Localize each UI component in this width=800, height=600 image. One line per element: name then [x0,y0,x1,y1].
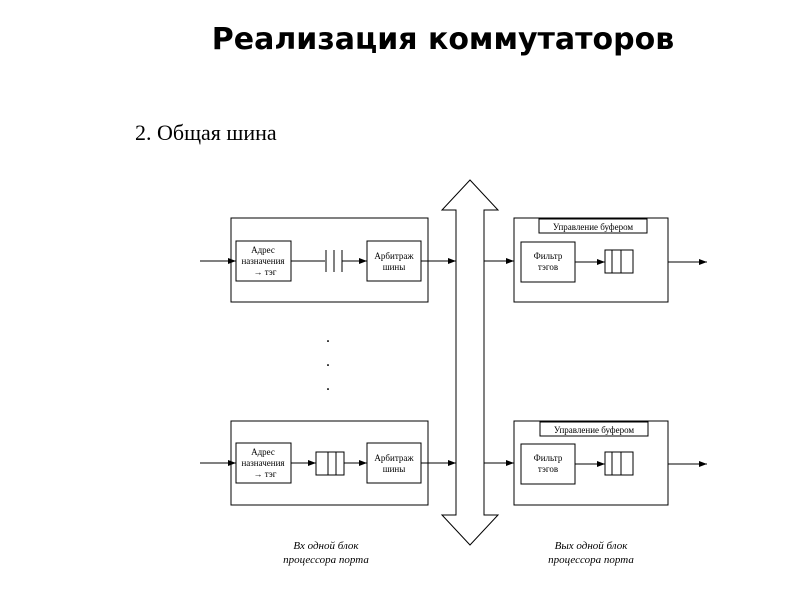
address-label-line1: Адрес [251,447,275,457]
filter-label-line1: Фильтр [534,251,563,261]
arbiter-label-line1: Арбитраж [374,251,414,261]
arbiter-block [366,240,422,282]
buffer-control-block [539,421,649,437]
arbiter-label-line1: Арбитраж [374,453,414,463]
output-unit-bottom: Управление буфером Фильтр тэгов [484,420,707,506]
input-caption-line2: процессора порта [283,554,369,566]
output-unit-frame [513,420,669,506]
address-label-line2: назначения [241,256,284,266]
input-unit-bottom: Адрес назначения → тэг Арбитраж шины [200,420,456,506]
ellipsis-dot: . [326,353,330,370]
arbiter-block [366,442,422,484]
filter-label-line2: тэгов [538,262,558,272]
address-label-line3: → тэг [254,469,277,479]
address-label-line3: → тэг [254,267,277,277]
arbiter-label-line2: шины [383,262,406,272]
buffer-control-block [538,218,648,234]
arbiter-label-line2: шины [383,464,406,474]
output-unit-top: Управление буфером Фильтр тэгов [484,217,707,303]
input-caption-line1: Вх одной блок [293,540,359,552]
filter-label-line2: тэгов [538,464,558,474]
output-queue [604,249,634,274]
ellipsis-dot: . [326,377,330,394]
ellipsis-dot: . [326,329,330,346]
page-subtitle: 2. Общая шина [135,120,277,145]
address-label-line2: назначения [241,458,284,468]
page-title: Реализация коммутаторов [211,22,675,57]
output-queue [604,451,634,476]
buffer-control-label: Управление буфером [553,222,634,232]
output-unit-frame [513,217,669,303]
common-bus-arrow [440,179,500,546]
input-queue [315,451,345,476]
filter-label-line1: Фильтр [534,453,563,463]
output-caption-line1: Вых одной блок [555,540,629,552]
buffer-control-label: Управление буфером [554,425,635,435]
output-caption-line2: процессора порта [548,554,634,566]
input-unit-top: Адрес назначения → тэг Арбитраж шины [200,217,456,303]
address-label-line1: Адрес [251,245,275,255]
